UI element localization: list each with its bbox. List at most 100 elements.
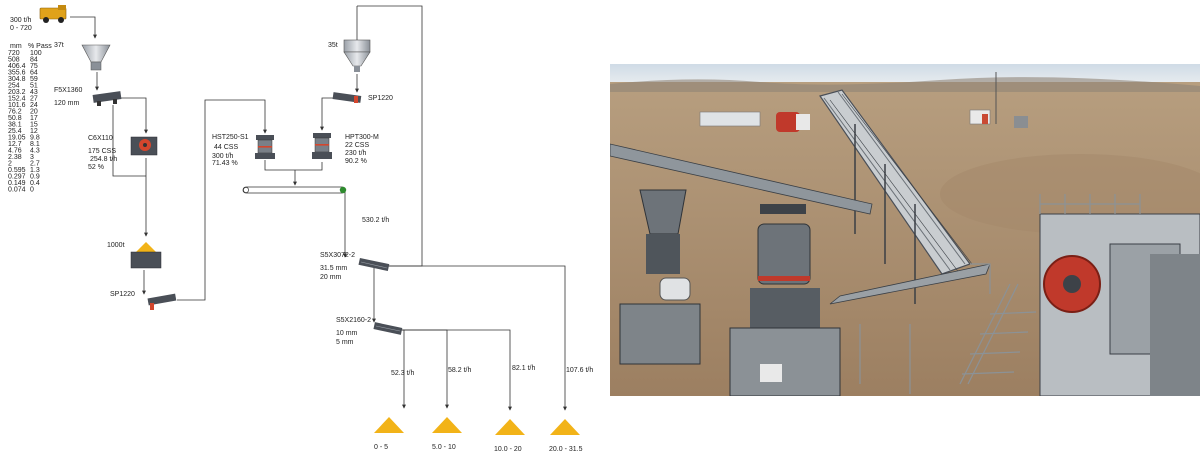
jaw-crusher-icon [1039,213,1200,396]
gradation-cell-mm: 406.4 [8,63,26,70]
tertiary-cone-model: HPT300-M [345,134,379,141]
gradation-cell-mm: 4.76 [8,148,22,155]
product-2-size: 5.0 - 10 [432,444,456,451]
screen1-deck1: 31.5 mm [320,265,347,272]
tertiary-cone-percent: 90.2 % [345,158,367,165]
screen1-deck2: 20 mm [320,274,342,281]
flow-lines [70,5,567,411]
hopper-capacity: 37t [54,42,64,49]
stockpile-icon [130,242,162,269]
screen2-deck2: 5 mm [336,339,354,346]
truck-icon [39,5,67,23]
gradation-cell-mm: 0.595 [8,167,26,174]
fine-bin-capacity: 35t [328,42,338,49]
gradation-table: mm % Pass 720 100 508 84 406.4 75 355.6 64 304.8 59… [8,43,52,194]
gradation-cell-mm: 203.2 [8,89,26,96]
surge-bin-icon [343,39,371,72]
screen2-model: S5X2160-2 [336,317,371,324]
feed-rate: 300 t/h [10,17,32,24]
gradation-cell-mm: 0.297 [8,174,26,181]
gradation-cell-pass: 15 [30,122,38,129]
gradation-cell-mm: 2 [8,161,12,168]
gradation-header-pass: % Pass [28,43,52,50]
product-1-size: 0 - 5 [374,444,388,451]
gradation-cell-mm: 0.149 [8,180,26,187]
screen-plant-icon [859,194,1141,394]
gradation-cell-pass: 0 [30,187,34,194]
gradation-cell-pass: 84 [30,57,38,64]
gradation-cell-pass: 20 [30,109,38,116]
bin-feeder-model: SP1220 [368,95,393,102]
secondary-cone-css: 44 CSS [214,144,238,151]
secondary-cone-rate: 300 t/h [212,153,234,160]
gradation-cell-mm: 508 [8,57,20,64]
flowsheet-diagram: 300 t/h 0 - 720 37t mm % Pass 720 100 508 84 4… [8,5,593,453]
product-3-size: 10.0 - 20 [494,446,522,453]
jaw-css: 175 CSS [88,148,116,155]
jaw-crusher-icon [130,136,158,156]
gradation-cell-pass: 0.9 [30,174,40,181]
gradation-cell-pass: 3 [30,154,34,161]
stockpile-feeder-icon [147,293,177,310]
gradation-cell-mm: 38.1 [8,122,22,129]
gradation-cell-pass: 24 [30,102,38,109]
plant-photo [610,64,1200,396]
gradation-cell-pass: 1.3 [30,167,40,174]
product-4-size: 20.0 - 31.5 [549,446,583,453]
belt-conveyor-icon [242,186,347,194]
gradation-cell-mm: 152.4 [8,96,26,103]
gradation-cell-pass: 9.8 [30,135,40,142]
jaw-rate: 254.8 t/h [90,156,117,163]
product-pile-icon [495,419,525,435]
gradation-cell-pass: 27 [30,96,38,103]
feed-hopper-icon [619,189,701,365]
screen1-model: S5X3072-2 [320,252,355,259]
gradation-cell-pass: 12 [30,128,38,135]
gradation-cell-mm: 0.074 [8,187,26,194]
secondary-cone-model: HST250-S1 [212,134,249,141]
product-4-rate: 107.6 t/h [566,367,593,374]
product-pile-icon [432,417,462,433]
jaw-model: C6X110 [88,135,113,142]
conveyor-rate: 530.2 t/h [362,217,389,224]
conveyor-icon [610,89,991,305]
gradation-cell-pass: 17 [30,115,38,122]
vibrating-screen-2-icon [373,322,403,335]
cone-crusher-tertiary-icon [312,133,332,159]
secondary-cone-percent: 71.43 % [212,160,238,167]
gradation-cell-mm: 254 [8,83,20,90]
gradation-cell-pass: 51 [30,83,38,90]
feeder-setting: 120 mm [54,100,79,107]
gradation-cell-mm: 304.8 [8,76,26,83]
feed-hopper-icon [81,44,111,71]
gradation-cell-mm: 355.6 [8,70,26,77]
tertiary-cone-css: 22 CSS [345,142,369,149]
product-piles [374,417,580,435]
gradation-cell-pass: 43 [30,89,38,96]
gradation-cell-pass: 100 [30,50,42,57]
gradation-cell-mm: 101.6 [8,102,26,109]
gradation-cell-mm: 50.8 [8,115,22,122]
gradation-cell-mm: 12.7 [8,141,22,148]
screen2-deck1: 10 mm [336,330,358,337]
gradation-cell-pass: 64 [30,70,38,77]
gradation-cell-mm: 2.38 [8,154,22,161]
jaw-percent: 52 % [88,164,104,171]
vibrating-feeder-icon [92,91,122,106]
product-pile-icon [374,417,404,433]
gradation-cell-pass: 0.4 [30,180,40,187]
gradation-cell-pass: 75 [30,63,38,70]
vibrating-screen-1-icon [358,257,390,272]
cone-crusher-icon [729,204,841,396]
gradation-cell-mm: 76.2 [8,109,22,116]
cone-crusher-secondary-icon [255,135,275,159]
bin-feeder-icon [332,92,362,103]
feed-size: 0 - 720 [10,25,32,32]
gradation-cell-pass: 2.7 [30,161,40,168]
stockpile-feeder-model: SP1220 [110,291,135,298]
product-1-rate: 52.3 t/h [391,370,414,377]
gradation-cell-pass: 59 [30,76,38,83]
gradation-header-mm: mm [10,43,22,50]
gradation-cell-pass: 8.1 [30,141,40,148]
gradation-cell-mm: 720 [8,50,20,57]
